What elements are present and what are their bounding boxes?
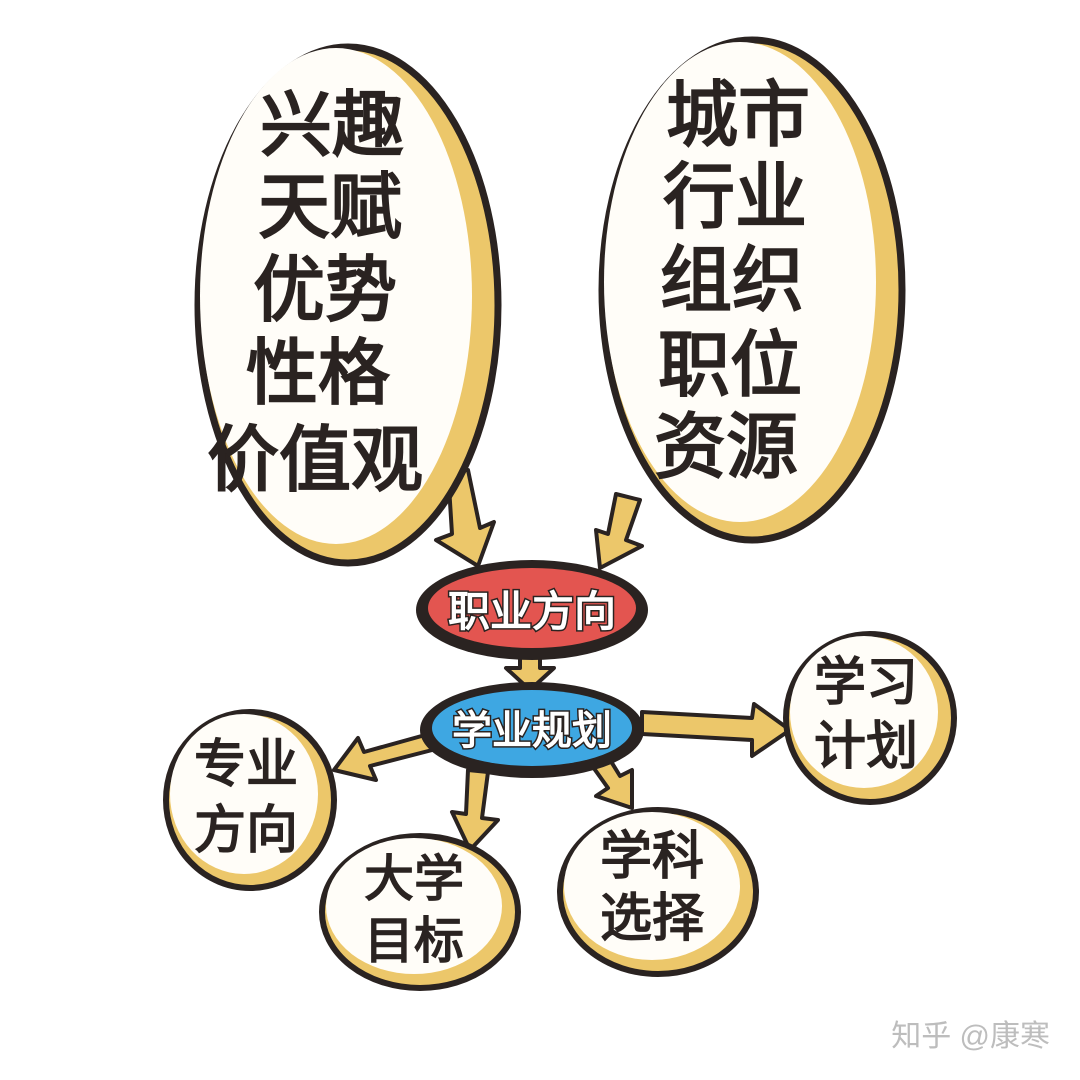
- arrow-study-to-plan: [640, 702, 792, 758]
- subject-line-1: 学科: [600, 827, 704, 887]
- watermark: 知乎 @康寒: [891, 1020, 1050, 1053]
- arrow-study-to-university: [450, 768, 500, 852]
- external-line-3: 组织: [660, 238, 804, 322]
- bubble-study-plan: 学习 计划: [783, 631, 957, 805]
- node-academic-plan: 学业规划: [420, 682, 644, 778]
- academic-plan-label: 学业规划: [452, 708, 612, 754]
- bubble-university: 大学 目标: [319, 833, 521, 991]
- major-line-2: 方向: [194, 801, 298, 861]
- self-line-4: 性格: [246, 331, 391, 415]
- self-line-1: 兴趣: [260, 83, 404, 167]
- self-line-2: 天赋: [258, 165, 402, 249]
- external-line-5: 资源: [654, 405, 798, 489]
- node-career-direction: 职业方向: [416, 560, 648, 660]
- university-line-2: 目标: [364, 912, 464, 970]
- study-plan-line-2: 计划: [814, 717, 918, 777]
- bubble-external: 城市 行业 组织 职位 资源: [598, 36, 906, 544]
- external-line-4: 职位: [658, 323, 802, 407]
- major-line-1: 专业: [194, 735, 298, 795]
- bubble-self: 兴趣 天赋 优势 性格 价值观: [194, 43, 502, 567]
- external-line-1: 城市: [666, 73, 810, 157]
- study-plan-line-1: 学习: [814, 653, 918, 713]
- bubble-subject: 学科 选择: [557, 807, 759, 977]
- arrow-study-to-major: [332, 730, 442, 782]
- external-line-2: 行业: [663, 155, 807, 239]
- subject-line-2: 选择: [600, 889, 705, 949]
- self-line-3: 优势: [253, 248, 397, 332]
- arrow-external-to-career: [594, 492, 644, 570]
- self-line-5: 价值观: [207, 418, 423, 502]
- bubble-major: 专业 方向: [163, 709, 337, 891]
- university-line-1: 大学: [364, 850, 464, 908]
- career-direction-label: 职业方向: [448, 587, 616, 636]
